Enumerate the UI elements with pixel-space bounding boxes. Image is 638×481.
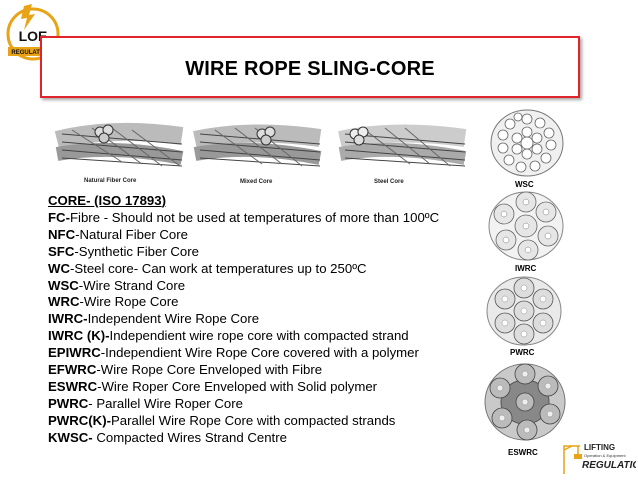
definition-row: ESWRC-Wire Roper Core Enveloped with Sol…: [48, 379, 488, 396]
definition-desc: Compacted Wires Strand Centre: [92, 429, 287, 445]
definition-row: KWSC- Compacted Wires Strand Centre: [48, 430, 488, 447]
definition-abbr: KWSC-: [48, 429, 93, 445]
definition-abbr: ESWRC: [48, 378, 98, 394]
title-box: WIRE ROPE SLING-CORE: [40, 36, 580, 98]
section-label: PWRC: [510, 348, 535, 357]
natural-fiber-core-image: [52, 118, 187, 181]
definition-row: WRC-Wire Rope Core: [48, 294, 488, 311]
definition-abbr: SFC: [48, 243, 75, 259]
section-label: ESWRC: [508, 448, 538, 457]
wsc-cross-section: [488, 107, 566, 184]
lifting-regulations-logo: LIFTING Operation & Equipment REGULATION…: [560, 440, 638, 476]
definition-abbr: EFWRC: [48, 362, 97, 378]
definition-row: SFC-Synthetic Fiber Core: [48, 244, 488, 261]
definition-desc: -Wire Rope Core: [79, 294, 179, 310]
iwrc-cross-section: [486, 190, 566, 267]
definition-desc: Independent Wire Rope Core: [87, 311, 260, 327]
brand-line3: REGULATIONS: [582, 460, 636, 471]
core-heading-suffix: ): [161, 193, 167, 208]
definition-desc: -Wire Roper Core Enveloped with Solid po…: [97, 378, 378, 394]
definition-row: WC-Steel core- Can work at temperatures …: [48, 261, 488, 278]
definition-row: WSC-Wire Strand Core: [48, 278, 488, 295]
rope-caption: Mixed Core: [240, 179, 273, 185]
definition-row: EFWRC-Wire Rope Core Enveloped with Fibr…: [48, 362, 488, 379]
definition-row: FC-Fibre - Should not be used at tempera…: [48, 210, 488, 227]
definition-desc: Fibre - Should not be used at temperatur…: [69, 209, 440, 225]
definition-row: PWRC- Parallel Wire Roper Core: [48, 396, 488, 413]
mixed-core-image: [190, 118, 325, 181]
definition-abbr: EPIWRC: [48, 345, 101, 361]
core-heading: CORE- (ISO 17893): [48, 193, 488, 210]
definition-desc: -Wire Strand Core: [78, 277, 186, 293]
eswrc-cross-section: [482, 360, 568, 449]
definition-abbr: PWRC(K)-: [48, 412, 111, 428]
definition-row: NFC-Natural Fiber Core: [48, 227, 488, 244]
definition-row: PWRC(K)-Parallel Wire Rope Core with com…: [48, 413, 488, 430]
core-definitions: CORE- (ISO 17893) FC-Fibre - Should not …: [48, 193, 488, 447]
definition-desc: -Natural Fiber Core: [75, 226, 188, 242]
definition-desc: - Parallel Wire Roper Core: [88, 395, 243, 411]
definition-desc: -Wire Rope Core Enveloped with Fibre: [96, 362, 323, 378]
iso-link[interactable]: (ISO 17893: [94, 193, 162, 208]
core-heading-prefix: CORE-: [48, 193, 95, 208]
definition-desc: -Synthetic Fiber Core: [74, 243, 199, 259]
brand-line2: Operation & Equipment: [584, 453, 626, 458]
logo-subtext: REGULATIONS: [11, 50, 54, 56]
section-label: WSC: [515, 180, 534, 189]
definition-abbr: FC-: [48, 209, 70, 225]
definition-abbr: IWRC (K)-: [48, 328, 110, 344]
definition-row: IWRC-Independent Wire Rope Core: [48, 311, 488, 328]
definition-abbr: PWRC: [48, 395, 89, 411]
definition-row: IWRC (K)-Independient wire rope core wit…: [48, 328, 488, 345]
section-label: IWRC: [515, 264, 537, 273]
rope-caption: Natural Fiber Core: [84, 178, 137, 184]
steel-core-image: [335, 118, 470, 181]
definition-desc: -Independient Wire Rope Core covered wit…: [100, 345, 419, 361]
definition-abbr: WSC: [48, 277, 79, 293]
definition-abbr: NFC: [48, 226, 76, 242]
definition-row: EPIWRC-Independient Wire Rope Core cover…: [48, 345, 488, 362]
brand-line1: LIFTING: [584, 443, 615, 452]
definition-abbr: WC: [48, 260, 70, 276]
definition-desc: Independient wire rope core with compact…: [109, 328, 409, 344]
pwrc-cross-section: [484, 275, 564, 352]
rope-caption: Steel Core: [374, 179, 404, 185]
definition-abbr: WRC: [48, 294, 80, 310]
definition-abbr: IWRC-: [48, 311, 88, 327]
definition-desc: -Steel core- Can work at temperatures up…: [69, 260, 367, 276]
definition-desc: Parallel Wire Rope Core with compacted s…: [111, 412, 396, 428]
page-title: WIRE ROPE SLING-CORE: [185, 58, 435, 80]
